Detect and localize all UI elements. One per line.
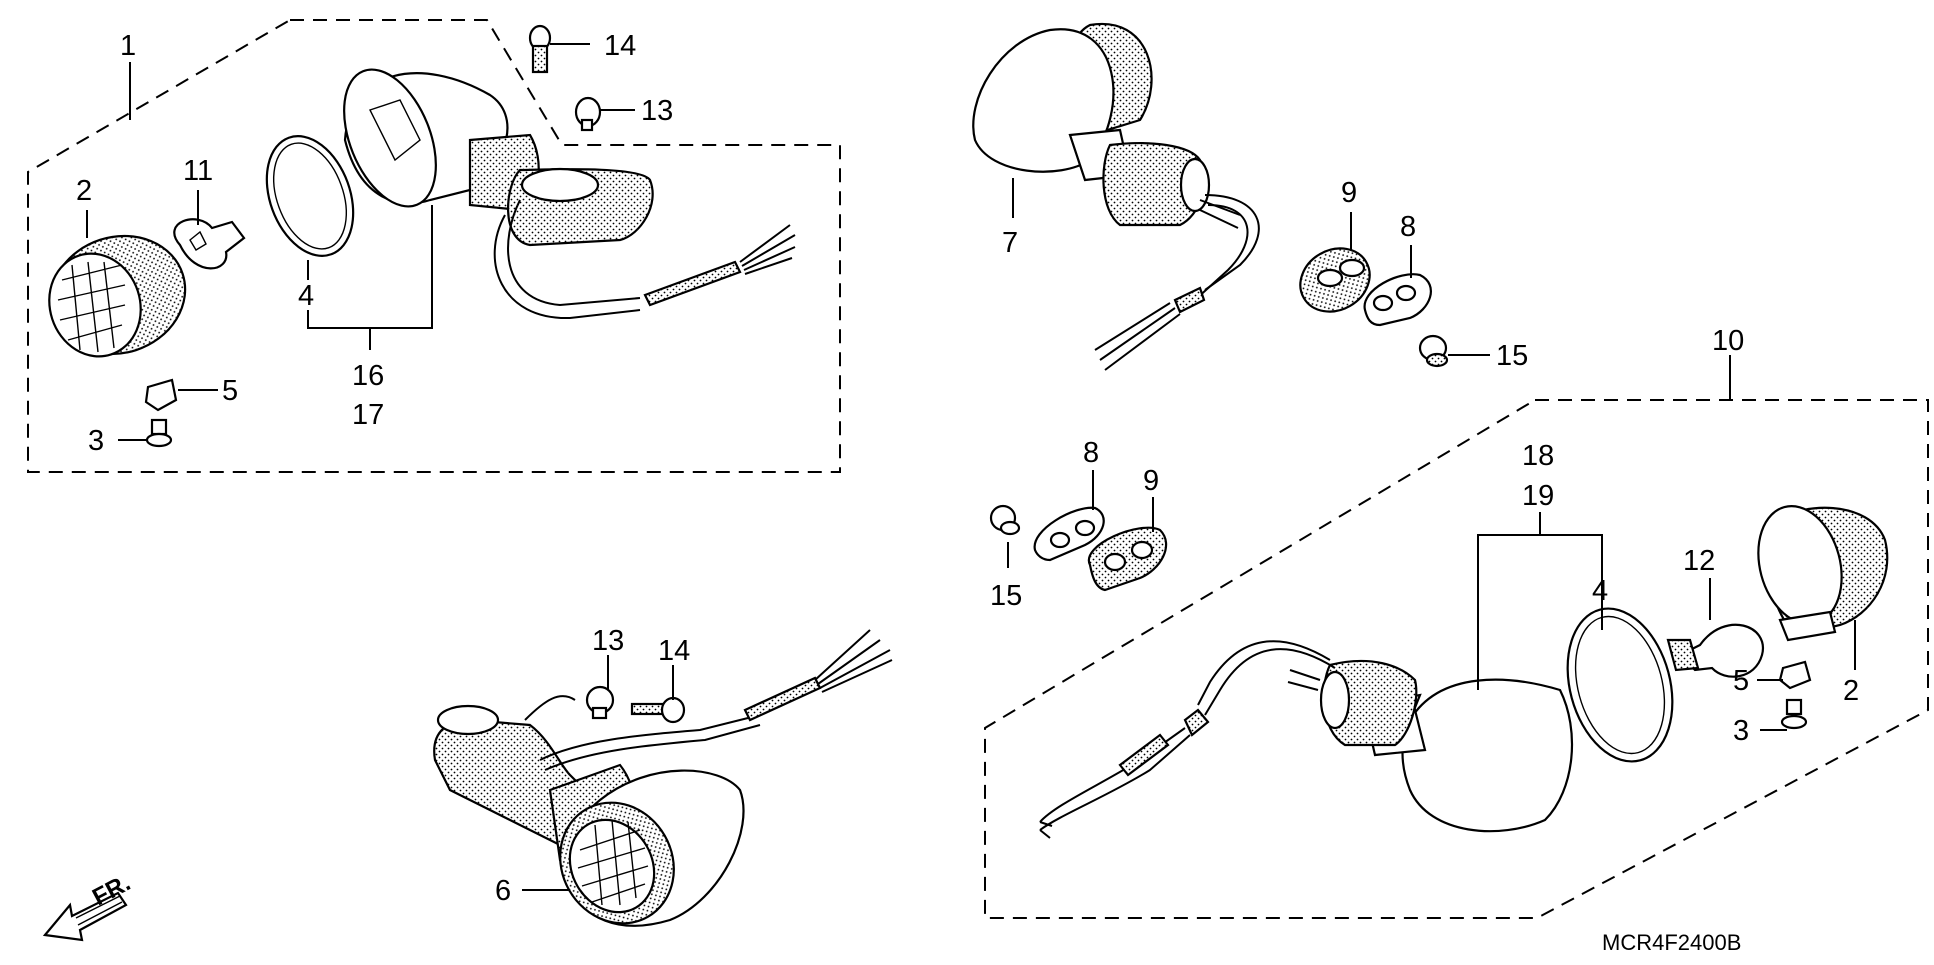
callout-8: 8 — [1400, 211, 1416, 243]
clip-part-5-lower — [1778, 660, 1812, 690]
nut-part-15-lower — [989, 504, 1021, 536]
callout-labels: 1 2 11 4 16 17 5 3 14 13 7 9 8 15 10 8 9… — [76, 30, 1859, 907]
callout-1: 1 — [120, 30, 136, 62]
grommet-part-9-upper — [1299, 247, 1371, 313]
callout-2: 2 — [76, 175, 92, 207]
lens-part-2-lower — [1757, 505, 1889, 642]
callout-12: 12 — [1683, 545, 1715, 577]
diagram-code: MCR4F2400B — [1602, 930, 1741, 955]
leader-lines-upper-left — [86, 43, 635, 441]
callout-8-lower: 8 — [1083, 437, 1099, 469]
callout-9: 9 — [1341, 177, 1357, 209]
seal-ring-part-4-lower — [1566, 607, 1674, 763]
callout-4-lower: 4 — [1592, 575, 1608, 607]
turn-signal-part-7 — [972, 22, 1260, 371]
screw-part-3-lower — [1780, 698, 1808, 730]
housing-part-16-17 — [343, 68, 796, 320]
callout-5: 5 — [222, 375, 238, 407]
bulb-part-11 — [173, 218, 246, 270]
front-turn-signal-assembly — [48, 24, 796, 448]
callout-3-lower: 3 — [1733, 715, 1749, 747]
leader-lines-lower-middle — [522, 655, 674, 891]
rear-turn-signal-assembly — [1039, 640, 1574, 839]
grommet-part-9-lower — [1087, 526, 1168, 592]
callout-13: 13 — [641, 95, 673, 127]
kit-boundary-upper-left — [27, 19, 841, 473]
callout-13-lower: 13 — [592, 625, 624, 657]
kit-boundary-lower-right — [984, 399, 1929, 919]
callout-11: 11 — [183, 155, 213, 187]
lens-part-2 — [48, 234, 187, 358]
callout-2-lower: 2 — [1843, 675, 1859, 707]
clip-part-5 — [144, 378, 178, 412]
callout-15-lower: 15 — [990, 580, 1022, 612]
bulb-part-12 — [1666, 623, 1765, 678]
nut-part-15-upper — [1418, 334, 1449, 368]
leader-lines-middle-right — [1007, 470, 1154, 568]
callout-4: 4 — [298, 280, 314, 312]
nut-part-13-top — [574, 96, 602, 132]
turn-signal-part-6 — [433, 629, 893, 927]
callout-14: 14 — [604, 30, 636, 62]
callout-7: 7 — [1002, 227, 1018, 259]
screw-part-14-lower — [630, 696, 686, 724]
screw-part-3 — [145, 418, 173, 448]
callout-16: 16 — [352, 360, 384, 392]
callout-3: 3 — [88, 425, 104, 457]
nut-part-13-lower — [585, 685, 615, 720]
callout-10: 10 — [1712, 325, 1744, 357]
callout-14-lower: 14 — [658, 635, 690, 667]
callout-5-lower: 5 — [1733, 665, 1749, 697]
callout-15: 15 — [1496, 340, 1528, 372]
screw-part-14-top — [528, 24, 552, 74]
plate-part-8-lower — [1033, 506, 1105, 562]
leader-lines-upper-right — [1012, 178, 1731, 400]
callout-9-lower: 9 — [1143, 465, 1159, 497]
callout-17: 17 — [352, 399, 384, 431]
plate-part-8-upper — [1363, 273, 1432, 327]
callout-6: 6 — [495, 875, 511, 907]
front-direction-arrow — [42, 891, 128, 942]
callout-18: 18 — [1522, 440, 1554, 472]
leader-lines-lower-right — [1477, 512, 1856, 731]
callout-19: 19 — [1522, 480, 1554, 512]
